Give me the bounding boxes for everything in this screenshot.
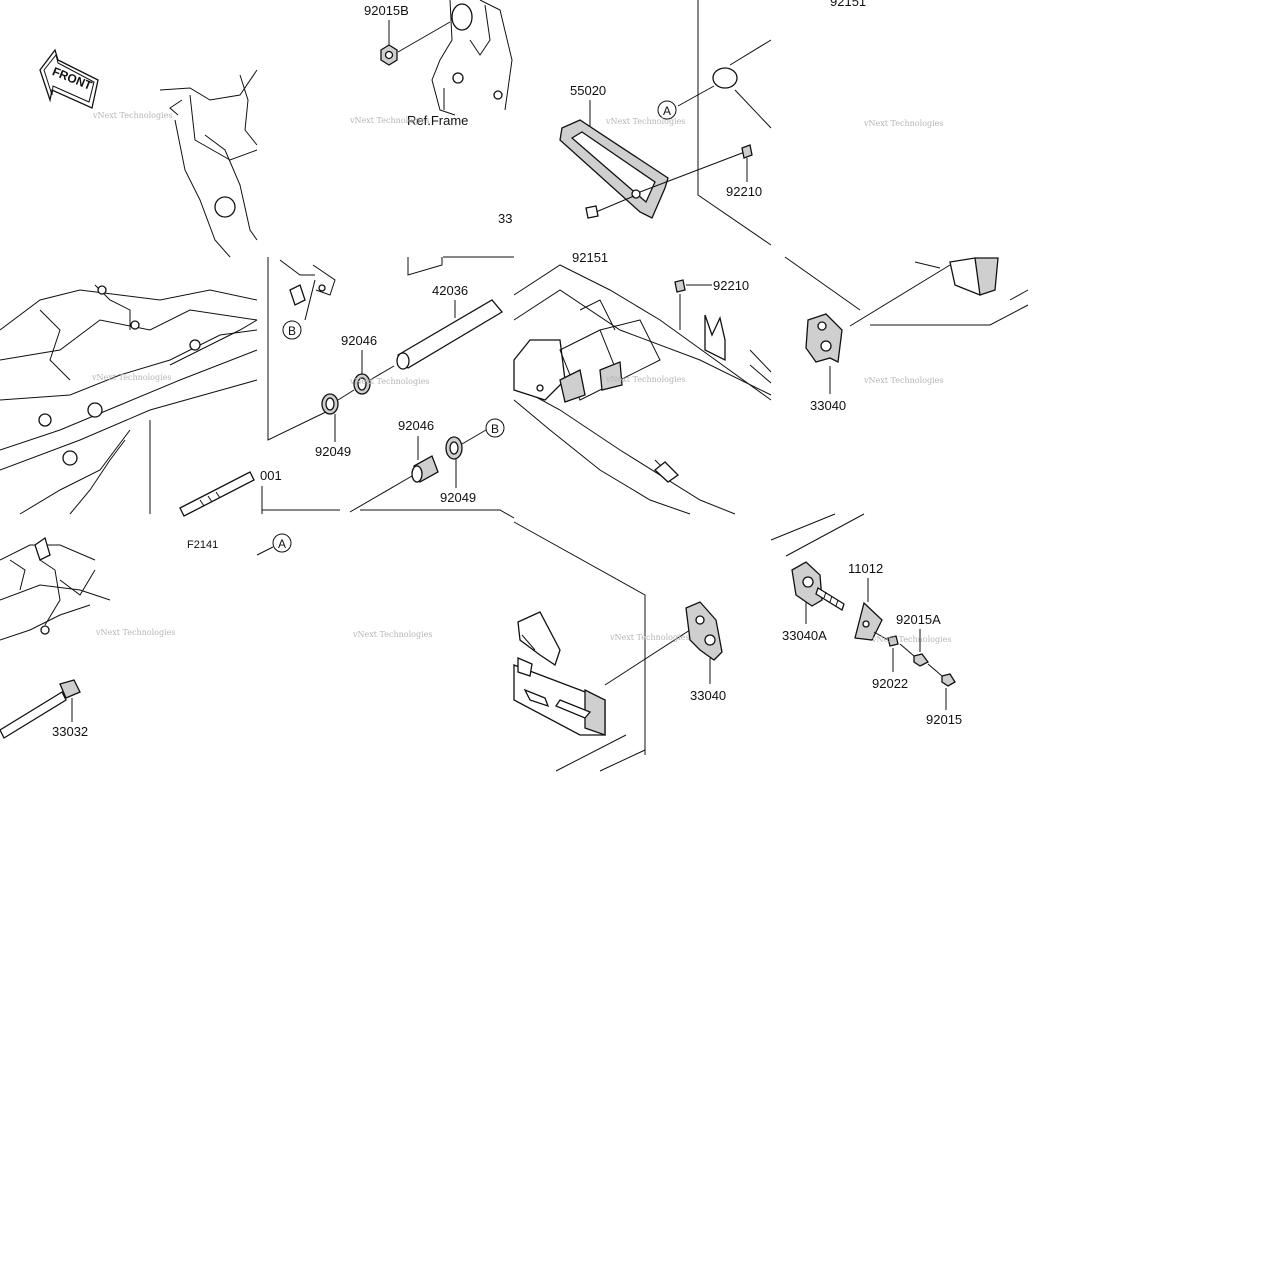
bushing-icon [712,67,738,89]
part-92151-fragment: 92151 [572,250,608,265]
callout-b-label-right: B [491,422,499,436]
watermark-3: vNext Technologies [605,117,685,126]
tile-adjuster-bottom: 33040 vNext Technologies [513,521,726,772]
part-92015b: 92015B [364,3,409,18]
tile-top-right: 92151 vNext Technologies [830,0,943,128]
watermark-9: vNext Technologies [95,628,175,637]
part-33040a: 33040A [782,628,827,643]
tile-axle: F2141 33032 vNext Technologies [0,536,218,739]
screw-92151-icon [585,205,599,219]
adjuster-33040-a-icon [805,313,843,363]
watermark-1: vNext Technologies [92,111,172,120]
part-92049-a: 92049 [315,444,351,459]
tile-adjuster-right: 33040 vNext Technologies [784,256,1029,413]
watermark-11: vNext Technologies [609,633,689,642]
watermark-2: vNext Technologies [349,116,429,125]
nut-92015a-icon [913,653,929,667]
figure-code: F2141 [187,539,218,551]
part-92210-b: 92210 [713,278,749,293]
part-92046-b: 92046 [398,418,434,433]
axle-33032-icon [0,691,67,739]
part-33040-a: 33040 [810,398,846,413]
nipple-92210-b-icon [674,279,686,293]
callout-b-right [485,418,505,438]
callout-a-label-bottom: A [278,537,286,551]
watermark-7: vNext Technologies [605,375,685,384]
tile-swingarm: 92210 vNext Technologies [513,264,772,515]
part-55020: 55020 [570,83,606,98]
part-33-fragment: 33 [498,211,512,226]
watermark-8: vNext Technologies [863,376,943,385]
callout-a-top [657,100,677,120]
part-33032: 33032 [52,724,88,739]
part-92049-b: 92049 [440,490,476,505]
part-92210-a: 92210 [726,184,762,199]
tile-adjuster-hardware: 33040A 11012 92022 92015A 92015 vNext Te… [770,513,962,727]
part-92015: 92015 [926,712,962,727]
part-92015a: 92015A [896,612,941,627]
part-11012: 11012 [848,561,883,576]
part-92151-top: 92151 [830,0,866,9]
sleeve-42036-icon [397,299,503,369]
tile-main-frame: vNext Technologies [0,284,258,517]
adjuster-33040-b-icon [685,601,723,661]
watermark-12: vNext Technologies [871,635,951,644]
tile-chain-guide: 55020 92151 A 92210 vNext Technologies [559,0,772,265]
part-92046-a: 92046 [341,333,377,348]
part-92022: 92022 [872,676,908,691]
tile-ref-frame: 92015B Ref.Frame 33 vNext Technologies [349,0,513,226]
nut-92015-icon [941,673,956,687]
tile-front-frame: FRONT vNext Technologies [39,48,258,258]
watermark-4: vNext Technologies [863,119,943,128]
callout-a-label-top: A [663,104,671,118]
ref-frame-label: Ref.Frame [407,113,468,128]
callout-a-bottom [272,533,292,553]
callout-b-left [282,320,302,340]
part-33040-b: 33040 [690,688,726,703]
watermark-5: vNext Technologies [91,373,171,382]
watermark-6: vNext Technologies [349,377,429,386]
front-arrow-icon: FRONT [39,48,99,109]
callout-b-label-left: B [288,324,296,338]
part-001-fragment: 001 [260,468,282,483]
washer-92022-icon [887,635,899,647]
tile-callout-a: A vNext Technologies [256,533,432,639]
nipple-92210-icon [741,144,753,159]
part-42036: 42036 [432,283,468,298]
watermark-10: vNext Technologies [352,630,432,639]
tile-pivot-bushings: B 42036 92046 92049 92046 B 92049 001 vN… [260,256,515,519]
